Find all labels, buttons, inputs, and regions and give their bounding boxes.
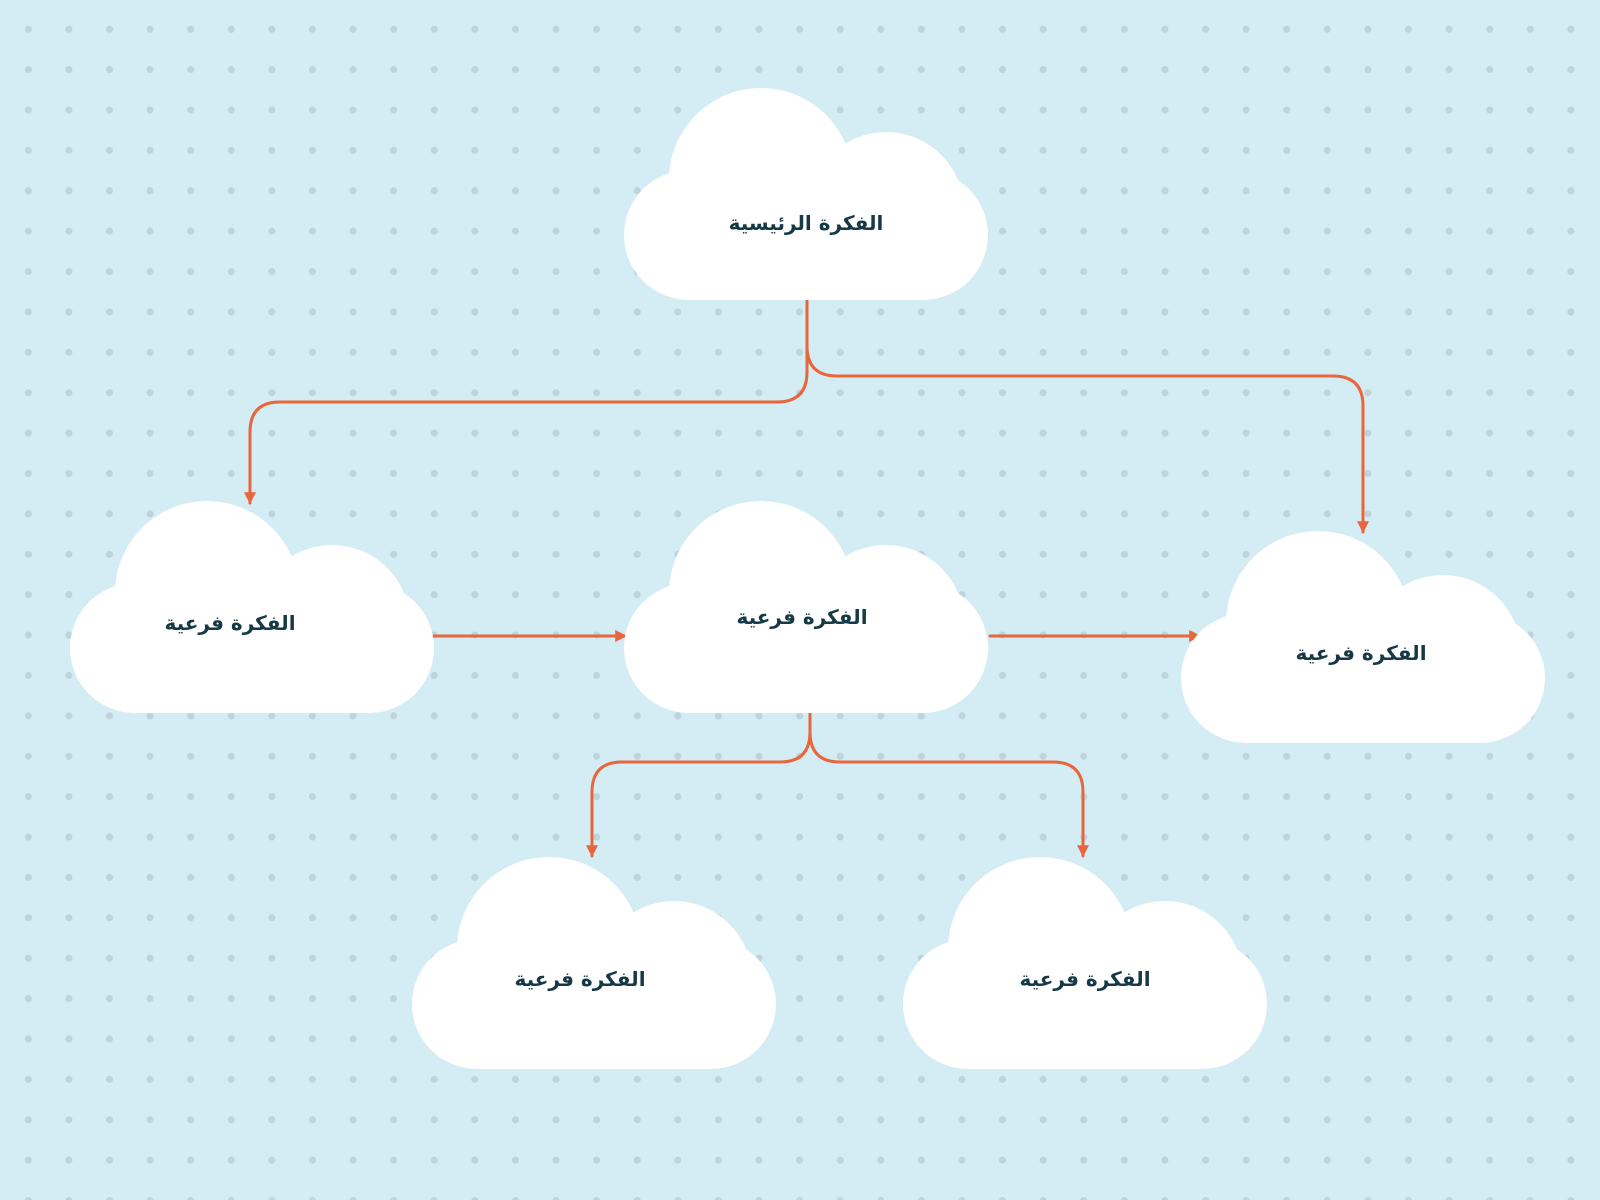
connector-center-to-bottom-left bbox=[586, 711, 812, 858]
cloud-bottom-right[interactable] bbox=[903, 857, 1267, 1069]
cloud-left[interactable] bbox=[70, 501, 434, 713]
cloud-bottom-left[interactable] bbox=[412, 857, 776, 1069]
connector-main-to-left bbox=[244, 296, 809, 505]
connectors bbox=[244, 296, 1369, 858]
cloud-center[interactable] bbox=[624, 501, 988, 713]
cloud-main[interactable] bbox=[624, 88, 988, 300]
connector-center-to-bottom-right bbox=[808, 711, 1089, 858]
cloud-right[interactable] bbox=[1181, 531, 1545, 743]
clouds bbox=[70, 88, 1545, 1069]
connector-main-to-right bbox=[805, 296, 1369, 534]
